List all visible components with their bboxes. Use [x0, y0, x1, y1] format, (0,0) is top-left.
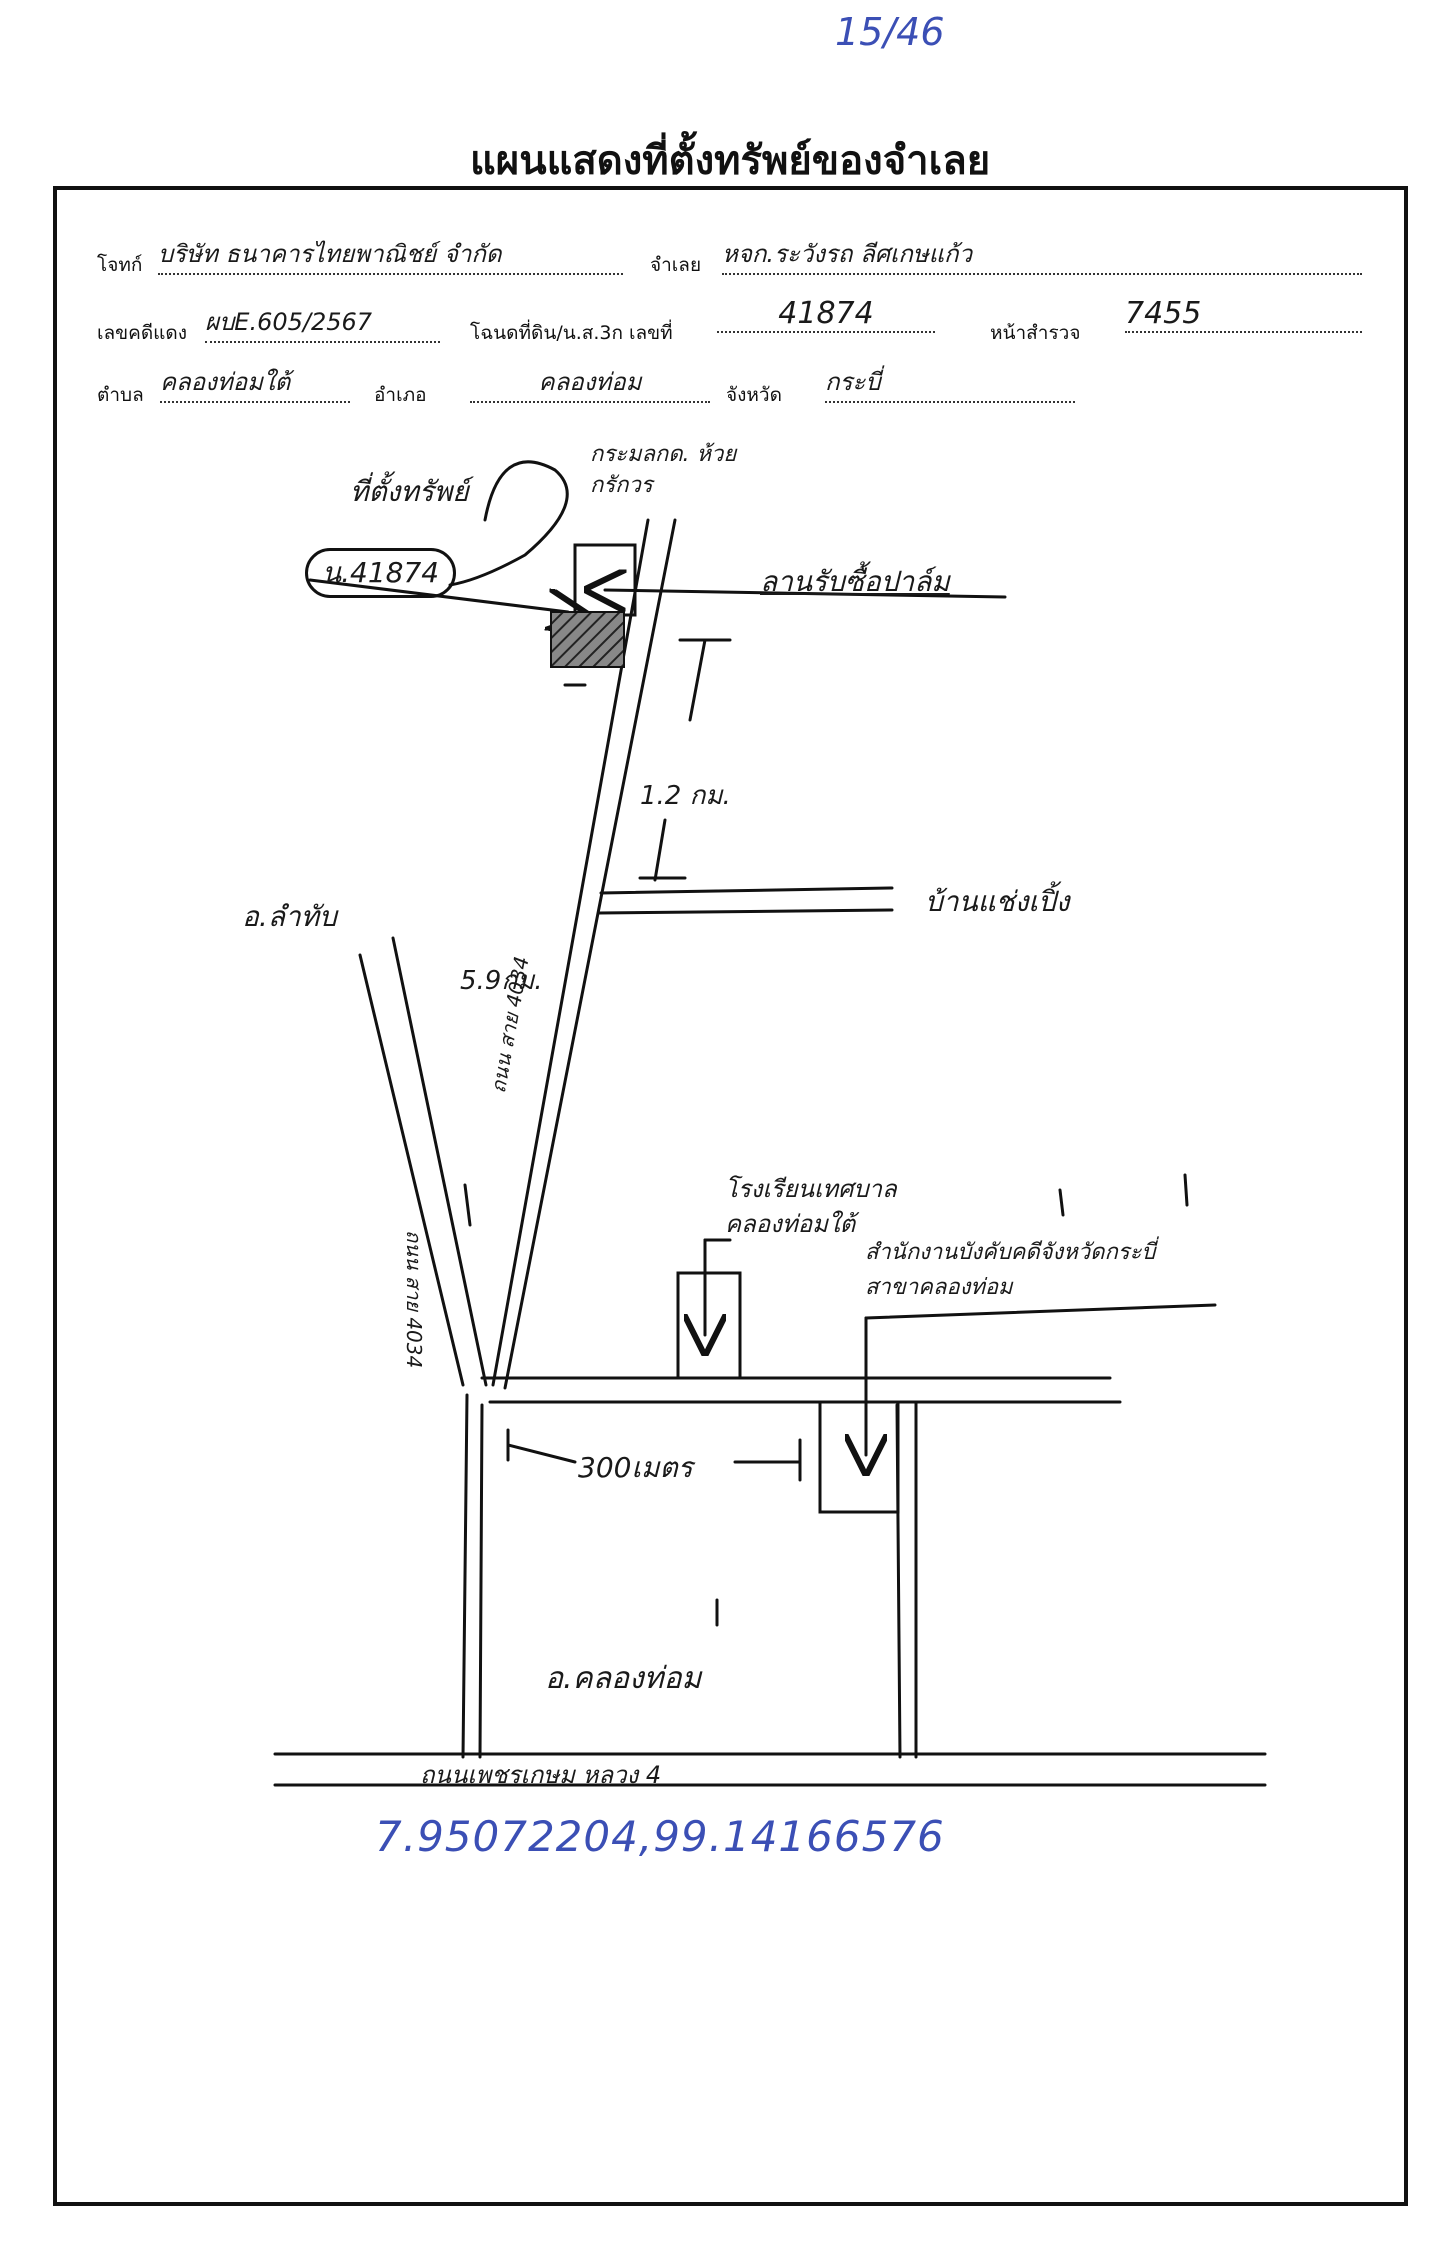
page-label: หน้าสำรวจ	[990, 322, 1081, 344]
north-label: กระมลกด. ห้วยกรักวร	[590, 442, 737, 498]
school-box	[676, 1271, 742, 1380]
lamthap-road-right	[391, 936, 488, 1387]
property-id: น.41874	[305, 548, 457, 598]
property-label-loop	[448, 460, 569, 587]
left-road-left	[461, 1393, 469, 1759]
deed-label: โฉนดที่ดิน/น.ส.3ก เลขที่	[470, 322, 673, 344]
dist3-left	[506, 1443, 577, 1464]
page-number: 15/46	[835, 10, 945, 54]
tick-3	[1183, 1173, 1189, 1207]
village-road-top	[599, 886, 894, 895]
distance-1-2km: 1.2 กม.	[640, 781, 731, 811]
district-value: คลองท่อม	[470, 362, 710, 403]
tick-2	[1058, 1188, 1065, 1217]
subdistrict-value: คลองท่อมใต้	[160, 362, 350, 403]
landmark-arrow	[605, 590, 1007, 597]
coordinates: 7.95072204,99.14166576	[375, 1812, 945, 1861]
office-box	[818, 1400, 900, 1514]
village-label: บ้านแช่งเปิ้ง	[925, 885, 1070, 918]
distance-300m: 300เมตร	[578, 1451, 693, 1484]
lamthap-road-left	[358, 953, 465, 1387]
office-label: สำนักงานบังคับคดีจังหวัดกระบี่ สาขาคลองท…	[865, 1240, 1156, 1301]
case-value: ผบE.605/2567	[205, 302, 440, 343]
page-title: แผนแสดงที่ตั้งทรัพย์ของจำเลย	[470, 137, 991, 184]
district-lamthap-label: อ.ลำทับ	[242, 900, 337, 933]
left-road-right	[478, 1403, 484, 1759]
dist1-line-bottom	[653, 818, 667, 882]
main-road-edge-right	[503, 518, 677, 1390]
tick-lamthap	[463, 1183, 472, 1227]
school-label: โรงเรียนเทศบาล คลองท่อมใต้	[725, 1175, 897, 1238]
map-frame	[53, 186, 1408, 2206]
subdistrict-label: ตำบล	[97, 384, 144, 406]
district-klongthom-label: อ.คลองท่อม	[545, 1661, 702, 1696]
defendant-value: หจก.ระวังรถ ลีศเกษแก้ว	[722, 234, 1362, 275]
page-value: 7455	[1125, 296, 1362, 333]
property-parcel	[550, 611, 625, 668]
landmark-label: ลานรับซื้อปาล์ม	[760, 565, 950, 598]
property-label: ที่ตั้งทรัพย์	[350, 475, 469, 508]
property-outline	[573, 543, 637, 617]
highway-label: ถนนเพชรเกษม หลวง 4	[420, 1761, 662, 1789]
dist1-line-top	[688, 638, 707, 722]
village-road-bottom	[597, 908, 894, 915]
office-arrow-h	[864, 1303, 1217, 1320]
province-value: กระบี่	[825, 362, 1075, 403]
province-label: จังหวัด	[726, 384, 782, 406]
road-label-left: ถนน สาย 4034	[402, 1230, 426, 1369]
plaintiff-label: โจทก์	[97, 254, 143, 276]
deed-value: 41874	[717, 296, 935, 333]
district-label: อำเภอ	[374, 384, 427, 406]
defendant-label: จำเลย	[650, 254, 702, 276]
distance-5-9km: 5.9กม.	[460, 966, 543, 996]
case-label: เลขคดีแดง	[97, 322, 188, 344]
plaintiff-value: บริษัท ธนาคารไทยพาณิชย์ จำกัด	[158, 234, 623, 275]
